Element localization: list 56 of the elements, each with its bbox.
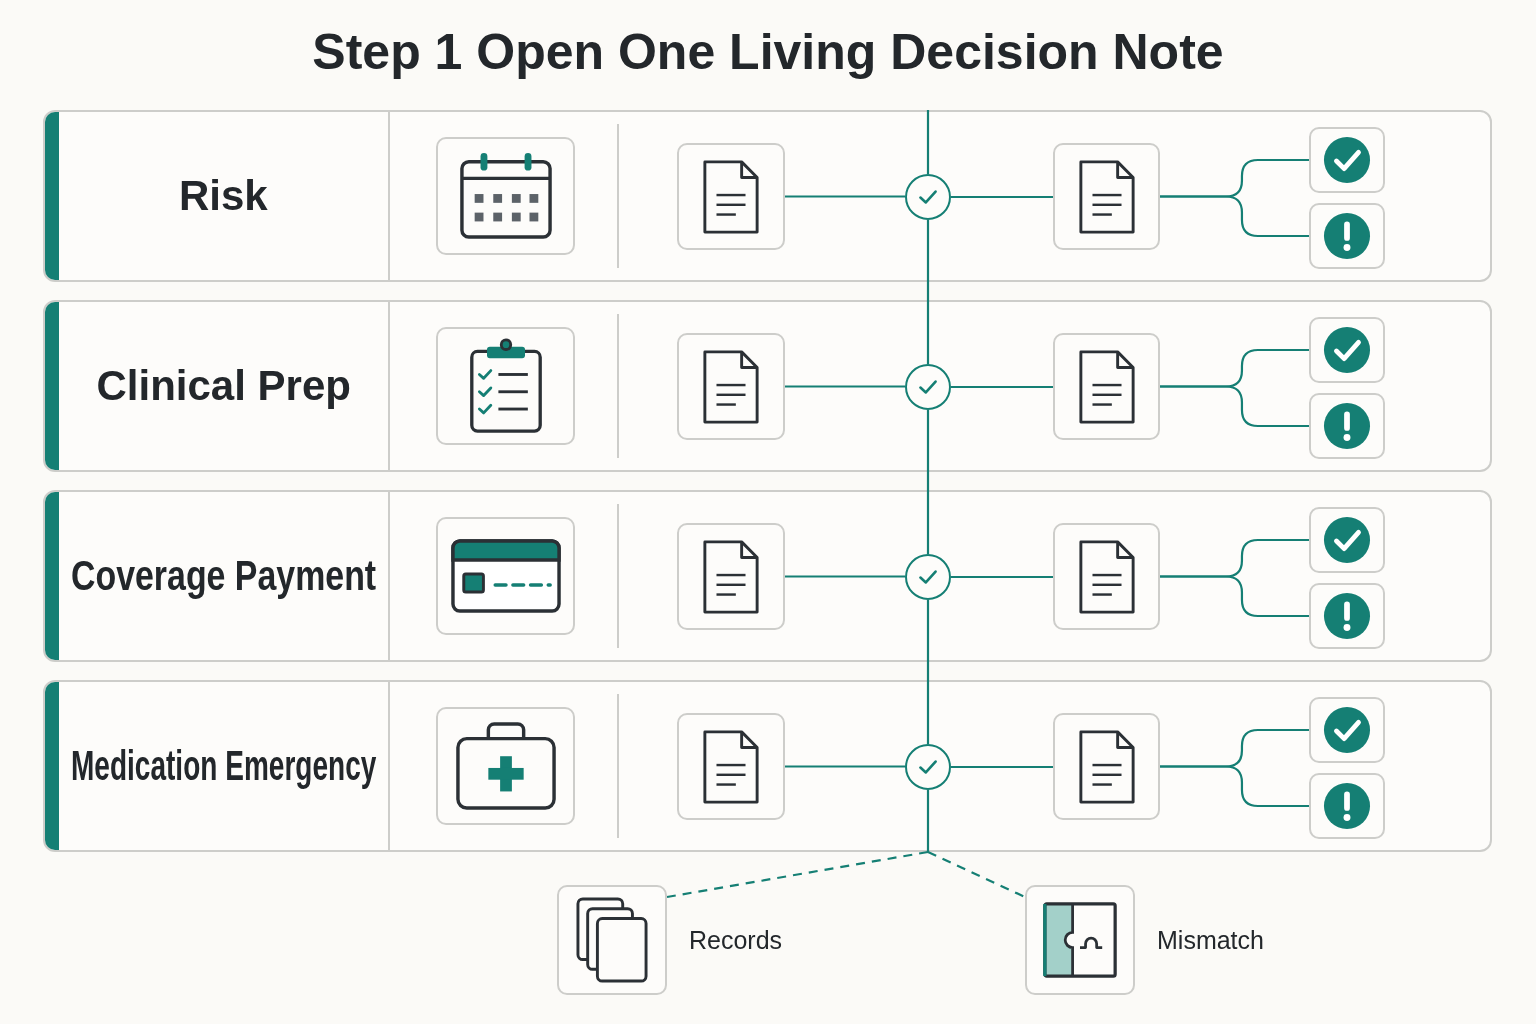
connector-line [926, 410, 930, 554]
swimlane [43, 300, 1492, 472]
status-tile [1309, 697, 1385, 763]
icon-tile [436, 707, 575, 825]
document-tile [1053, 523, 1160, 630]
document-tile [677, 523, 785, 630]
connector-line [926, 110, 930, 174]
document-tile [1053, 713, 1160, 820]
connector-line [951, 575, 1053, 579]
connector-line [785, 385, 905, 388]
status-tile [1309, 127, 1385, 193]
status-tile [1309, 773, 1385, 839]
connector-line [785, 575, 905, 578]
status-tile [1309, 393, 1385, 459]
swimlane [43, 110, 1492, 282]
document-tile [677, 713, 785, 820]
document-tile [677, 333, 785, 440]
connector-line [926, 600, 930, 744]
connector-line [1160, 765, 1309, 808]
dashed-connector-line [927, 851, 1026, 898]
icon-tile [557, 885, 667, 995]
icon-tile [436, 517, 575, 635]
junction-circle [905, 744, 951, 790]
lane-title: Coverage Payment [71, 552, 377, 601]
connector-line [785, 765, 905, 768]
status-tile [1309, 507, 1385, 573]
status-tile [1309, 317, 1385, 383]
connector-line [1160, 575, 1309, 618]
lane-title: Risk [179, 172, 268, 221]
connector-line [1160, 385, 1309, 428]
swimlane [43, 680, 1492, 852]
lane-title: Clinical Prep [96, 362, 351, 411]
document-tile [1053, 143, 1160, 250]
node-caption: Records [689, 925, 783, 955]
node-caption: Mismatch [1157, 925, 1264, 955]
connector-line [785, 195, 905, 198]
junction-circle [905, 554, 951, 600]
icon-tile [436, 327, 575, 445]
document-tile [1053, 333, 1160, 440]
icon-tile [436, 137, 575, 255]
connector-line [951, 765, 1053, 769]
lane-title: Medication Emergency [71, 742, 377, 791]
junction-circle [905, 364, 951, 410]
diagram-title: Step 1 Open One Living Decision Note [312, 24, 1224, 82]
connector-line [1160, 195, 1309, 238]
junction-circle [905, 174, 951, 220]
status-tile [1309, 203, 1385, 269]
connector-line [926, 790, 930, 852]
document-tile [677, 143, 785, 250]
dashed-connector-line [666, 850, 929, 899]
connector-line [951, 195, 1053, 199]
swimlane [43, 490, 1492, 662]
status-tile [1309, 583, 1385, 649]
icon-tile [1025, 885, 1135, 995]
connector-line [926, 220, 930, 364]
connector-line [951, 385, 1053, 389]
